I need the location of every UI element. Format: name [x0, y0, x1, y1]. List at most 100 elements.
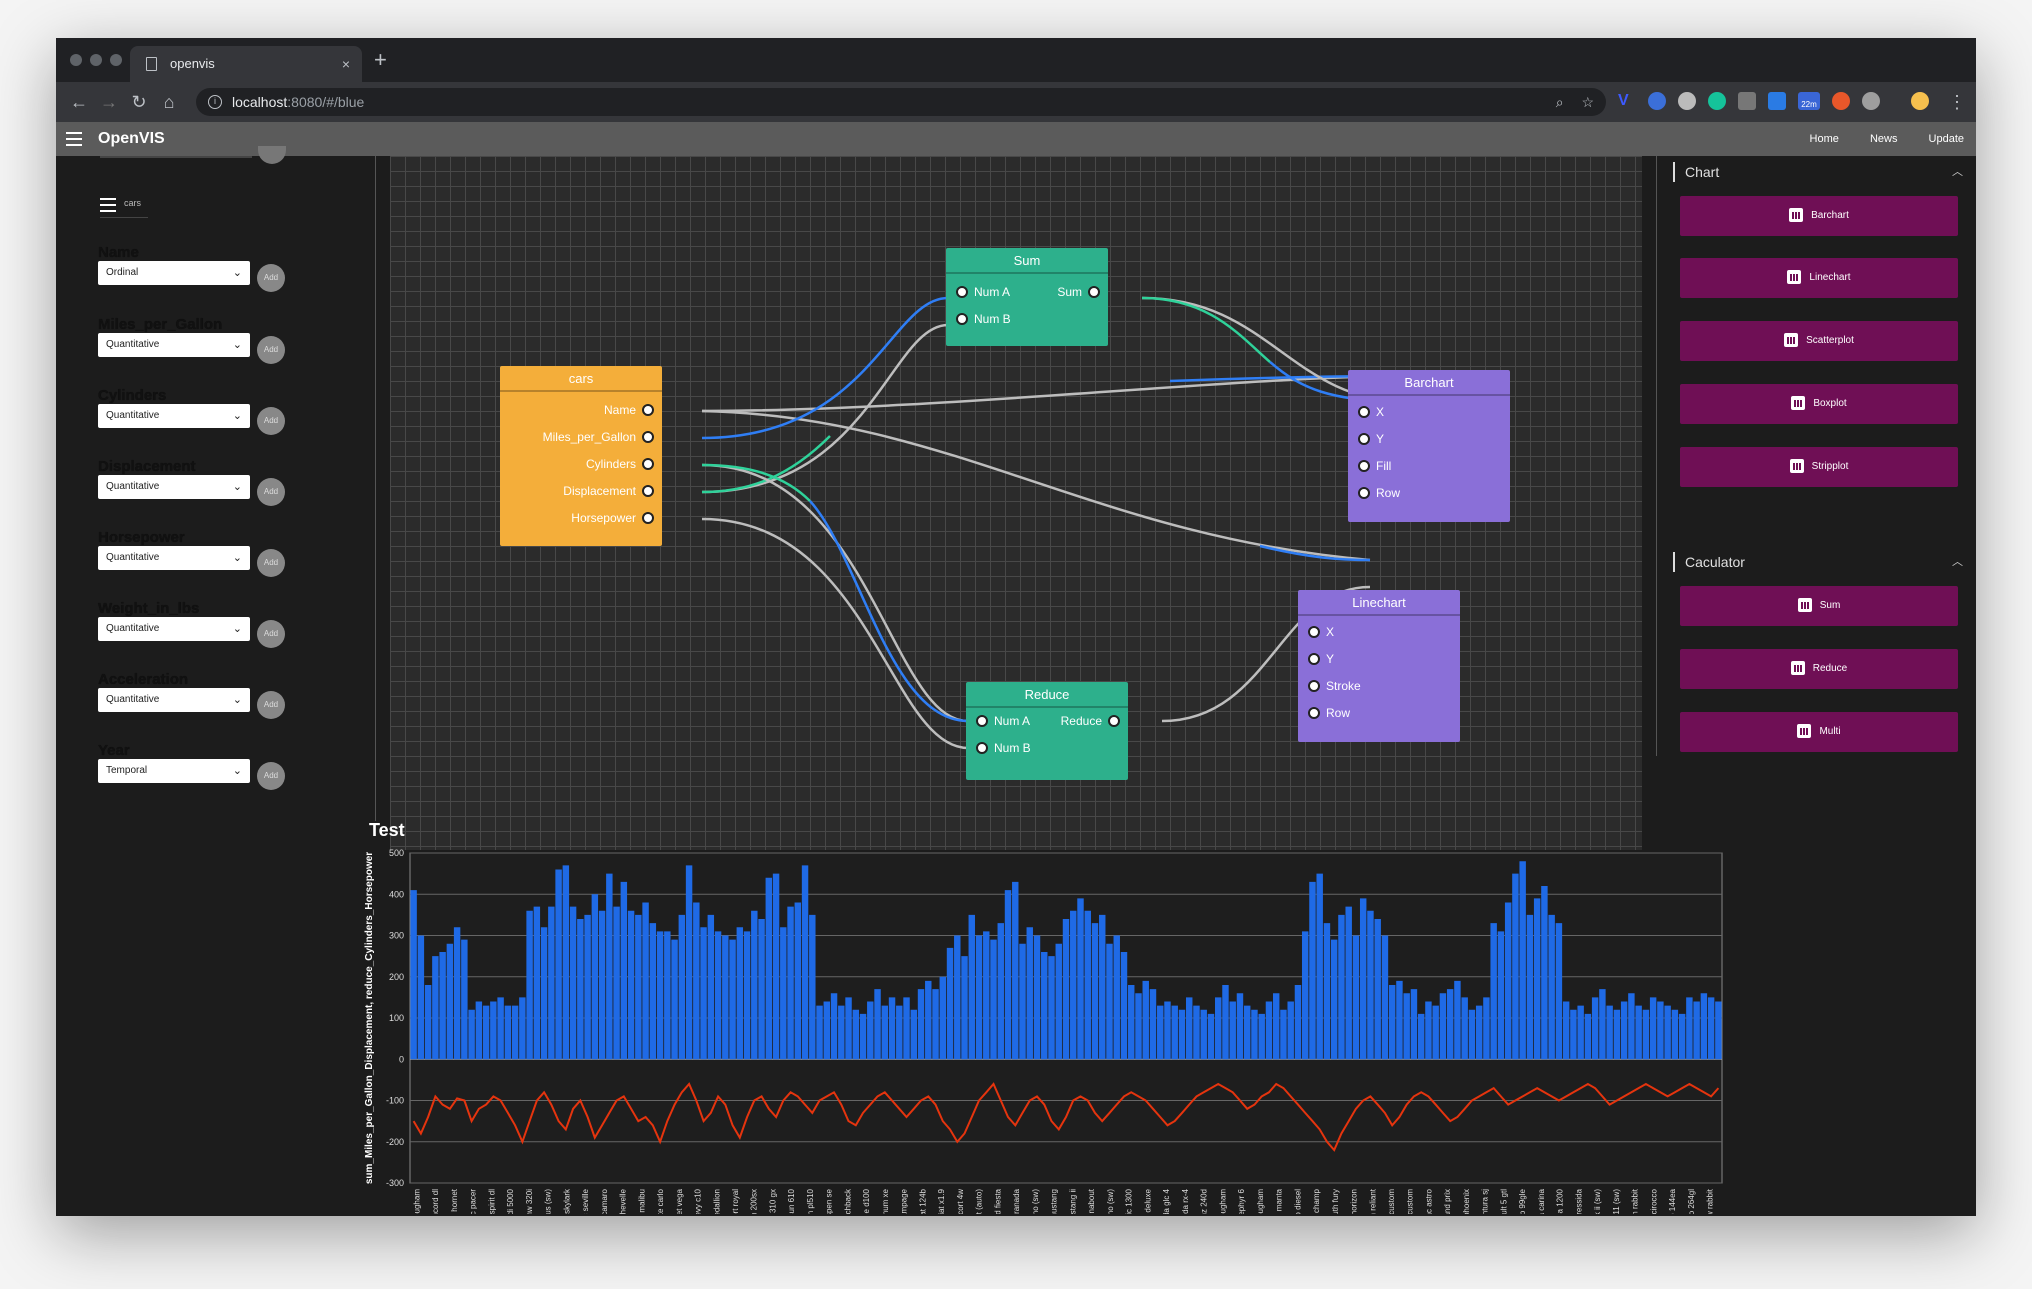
reload-icon[interactable]: ↻: [131, 92, 147, 112]
extension-timer-icon[interactable]: 22m: [1798, 92, 1820, 110]
input-port-row[interactable]: Row: [1308, 703, 1350, 723]
nav-home[interactable]: Home: [1809, 133, 1839, 145]
chart-section-header[interactable]: Chart︿: [1673, 162, 1963, 182]
extension-grammarly-icon[interactable]: [1708, 92, 1726, 110]
output-port-reduce[interactable]: Reduce: [1061, 711, 1120, 731]
browser-menu-icon[interactable]: ⋮: [1948, 92, 1966, 112]
port-dot[interactable]: [956, 313, 968, 325]
input-port-num-a[interactable]: Num A: [956, 282, 1010, 302]
output-port-cylinders[interactable]: Cylinders: [586, 454, 654, 474]
port-dot[interactable]: [1308, 653, 1320, 665]
add-linechart-button[interactable]: Linechart: [1680, 258, 1958, 298]
port-dot[interactable]: [1358, 460, 1370, 472]
port-dot[interactable]: [1358, 433, 1370, 445]
field-type-select[interactable]: Quantitative⌄: [98, 688, 250, 712]
extension-v-icon[interactable]: V: [1618, 92, 1629, 109]
profile-avatar[interactable]: [1911, 92, 1929, 110]
field-type-select[interactable]: Ordinal⌄: [98, 261, 250, 285]
port-dot[interactable]: [1358, 406, 1370, 418]
forward-arrow-icon[interactable]: →: [100, 92, 118, 112]
back-arrow-icon[interactable]: ←: [70, 92, 88, 112]
field-type-select[interactable]: Quantitative⌄: [98, 475, 250, 499]
output-port-horsepower[interactable]: Horsepower: [571, 508, 654, 528]
site-info-icon[interactable]: i: [208, 95, 222, 109]
input-port-x[interactable]: X: [1308, 622, 1334, 642]
port-dot[interactable]: [976, 715, 988, 727]
port-dot[interactable]: [1308, 707, 1320, 719]
port-dot[interactable]: [1308, 626, 1320, 638]
extension-svg-icon[interactable]: [1768, 92, 1786, 110]
zoom-icon[interactable]: ⌕: [1555, 94, 1564, 110]
field-type-select[interactable]: Temporal⌄: [98, 759, 250, 783]
node-graph-canvas[interactable]: cars Name Miles_per_Gallon Cylinders Dis…: [390, 156, 1642, 850]
port-dot[interactable]: [642, 512, 654, 524]
output-port-displacement[interactable]: Displacement: [563, 481, 654, 501]
port-dot[interactable]: [642, 485, 654, 497]
calculator-section-header[interactable]: Caculator︿: [1673, 552, 1963, 572]
nav-update[interactable]: Update: [1928, 133, 1964, 145]
port-dot[interactable]: [1088, 286, 1100, 298]
port-dot[interactable]: [642, 458, 654, 470]
field-type-select[interactable]: Quantitative⌄: [98, 333, 250, 357]
output-port-name[interactable]: Name: [604, 400, 654, 420]
add-field-button[interactable]: Add: [257, 478, 285, 506]
add-field-button[interactable]: Add: [257, 549, 285, 577]
input-port-num-b[interactable]: Num B: [956, 309, 1011, 329]
node-linechart[interactable]: Linechart X Y Stroke Row: [1298, 590, 1460, 742]
new-tab-button[interactable]: +: [374, 47, 387, 72]
input-port-fill[interactable]: Fill: [1358, 456, 1391, 476]
input-port-row[interactable]: Row: [1358, 483, 1400, 503]
output-port-miles-per-gallon[interactable]: Miles_per_Gallon: [543, 427, 654, 447]
port-dot[interactable]: [1108, 715, 1120, 727]
chevron-up-icon[interactable]: ︿: [1952, 556, 1963, 568]
input-port-y[interactable]: Y: [1308, 649, 1334, 669]
add-boxplot-button[interactable]: Boxplot: [1680, 384, 1958, 424]
add-field-button[interactable]: Add: [257, 336, 285, 364]
port-dot[interactable]: [1358, 487, 1370, 499]
field-type-select[interactable]: Quantitative⌄: [98, 404, 250, 428]
port-dot[interactable]: [956, 286, 968, 298]
input-port-x[interactable]: X: [1358, 402, 1384, 422]
port-dot[interactable]: [642, 431, 654, 443]
extension-orange-icon[interactable]: [1832, 92, 1850, 110]
add-barchart-button[interactable]: Barchart: [1680, 196, 1958, 236]
node-reduce[interactable]: Reduce Num A Num B Reduce: [966, 682, 1128, 780]
sidebar-top-add-button[interactable]: [258, 146, 286, 164]
add-field-button[interactable]: Add: [257, 407, 285, 435]
address-bar[interactable]: i localhost:8080/#/blue ⌕ ☆: [196, 88, 1606, 116]
port-dot[interactable]: [976, 742, 988, 754]
field-type-select[interactable]: Quantitative⌄: [98, 617, 250, 641]
tab-close-icon[interactable]: ×: [341, 56, 350, 72]
add-field-button[interactable]: Add: [257, 762, 285, 790]
home-icon[interactable]: ⌂: [163, 92, 175, 112]
field-type-select[interactable]: Quantitative⌄: [98, 546, 250, 570]
input-port-num-b[interactable]: Num B: [976, 738, 1031, 758]
nav-news[interactable]: News: [1869, 133, 1898, 145]
chevron-up-icon[interactable]: ︿: [1952, 166, 1963, 178]
add-multi-button[interactable]: Multi: [1680, 712, 1958, 752]
node-sum[interactable]: Sum Num A Num B Sum: [946, 248, 1108, 346]
add-field-button[interactable]: Add: [257, 264, 285, 292]
add-reduce-button[interactable]: Reduce: [1680, 649, 1958, 689]
port-dot[interactable]: [1308, 680, 1320, 692]
input-port-stroke[interactable]: Stroke: [1308, 676, 1361, 696]
add-sum-button[interactable]: Sum: [1680, 586, 1958, 626]
dataset-menu[interactable]: cars: [100, 192, 148, 218]
extension-camera-icon[interactable]: [1738, 92, 1756, 110]
input-port-y[interactable]: Y: [1358, 429, 1384, 449]
add-scatterplot-button[interactable]: Scatterplot: [1680, 321, 1958, 361]
browser-tab[interactable]: openvis ×: [130, 46, 362, 82]
extension-shield-icon[interactable]: [1648, 92, 1666, 110]
bookmark-star-icon[interactable]: ☆: [1581, 94, 1594, 110]
output-port-sum[interactable]: Sum: [1057, 282, 1100, 302]
hamburger-menu-icon[interactable]: [66, 132, 82, 146]
extension-circle-icon[interactable]: [1678, 92, 1696, 110]
extension-hand-icon[interactable]: [1862, 92, 1880, 110]
node-barchart[interactable]: Barchart X Y Fill Row: [1348, 370, 1510, 522]
port-dot[interactable]: [642, 404, 654, 416]
window-controls[interactable]: [70, 53, 130, 71]
input-port-num-a[interactable]: Num A: [976, 711, 1030, 731]
add-stripplot-button[interactable]: Stripplot: [1680, 447, 1958, 487]
add-field-button[interactable]: Add: [257, 691, 285, 719]
add-field-button[interactable]: Add: [257, 620, 285, 648]
